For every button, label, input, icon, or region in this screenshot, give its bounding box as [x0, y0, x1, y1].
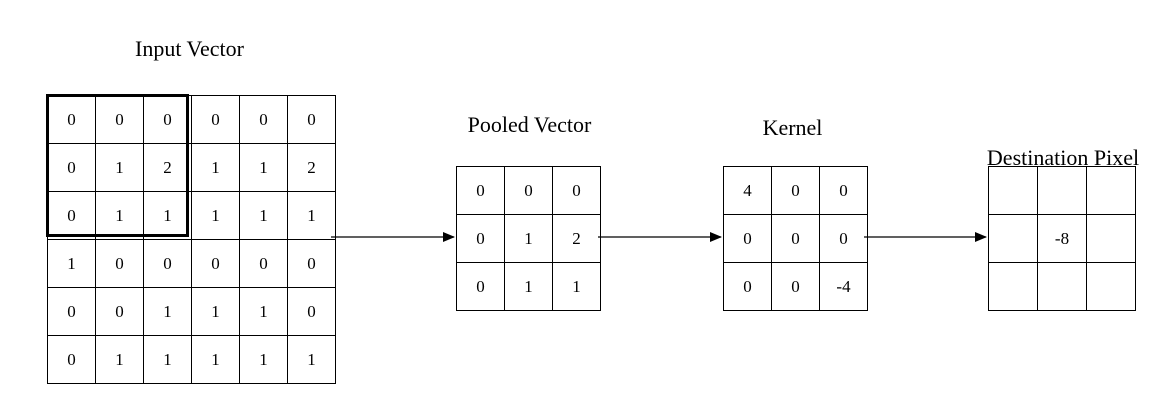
- grid-cell: 1: [191, 287, 240, 336]
- grid-cell: 0: [456, 262, 505, 311]
- grid-cell: [988, 214, 1038, 263]
- grid-cell: 1: [191, 335, 240, 384]
- grid-cell: [1086, 214, 1136, 263]
- grid-cell: -8: [1037, 214, 1087, 263]
- grid-cell: 0: [95, 287, 144, 336]
- grid-cell: [988, 166, 1038, 215]
- grid-cell: 0: [456, 166, 505, 215]
- grid-cell: 1: [143, 287, 192, 336]
- grid-cell: 1: [287, 191, 336, 240]
- grid-cell: 0: [287, 287, 336, 336]
- destination-pixel-title: Destination Pixel: [986, 145, 1140, 170]
- grid-cell: 1: [239, 191, 288, 240]
- grid-cell: 1: [143, 335, 192, 384]
- grid-cell: 0: [723, 262, 772, 311]
- grid-cell: 1: [239, 335, 288, 384]
- destination-pixel-grid: -8: [988, 166, 1136, 311]
- grid-cell: 1: [287, 335, 336, 384]
- grid-row: [988, 262, 1136, 311]
- grid-cell: [1086, 166, 1136, 215]
- grid-cell: 0: [191, 239, 240, 288]
- grid-cell: [1037, 166, 1087, 215]
- grid-cell: 0: [47, 95, 96, 144]
- grid-cell: 1: [191, 191, 240, 240]
- grid-cell: 2: [287, 143, 336, 192]
- grid-cell: 4: [723, 166, 772, 215]
- grid-cell: 0: [771, 214, 820, 263]
- input-vector-title: Input Vector: [135, 36, 244, 61]
- grid-cell: 0: [95, 95, 144, 144]
- grid-cell: 1: [95, 143, 144, 192]
- grid-cell: 0: [239, 239, 288, 288]
- grid-row: [988, 166, 1136, 215]
- grid-cell: -4: [819, 262, 868, 311]
- grid-cell: [1086, 262, 1136, 311]
- grid-cell: 0: [287, 95, 336, 144]
- grid-row: -8: [988, 214, 1136, 263]
- kernel-title: Kernel: [762, 115, 823, 140]
- grid-cell: 1: [552, 262, 601, 311]
- pooled-vector-title: Pooled Vector: [467, 112, 592, 137]
- grid-cell: 1: [47, 239, 96, 288]
- grid-cell: 0: [552, 166, 601, 215]
- grid-cell: 1: [95, 335, 144, 384]
- grid-cell: 0: [47, 143, 96, 192]
- grid-cell: 1: [504, 262, 553, 311]
- grid-cell: 0: [287, 239, 336, 288]
- grid-cell: 0: [504, 166, 553, 215]
- grid-cell: 2: [552, 214, 601, 263]
- grid-cell: 0: [819, 166, 868, 215]
- grid-cell: [988, 262, 1038, 311]
- grid-cell: [1037, 262, 1087, 311]
